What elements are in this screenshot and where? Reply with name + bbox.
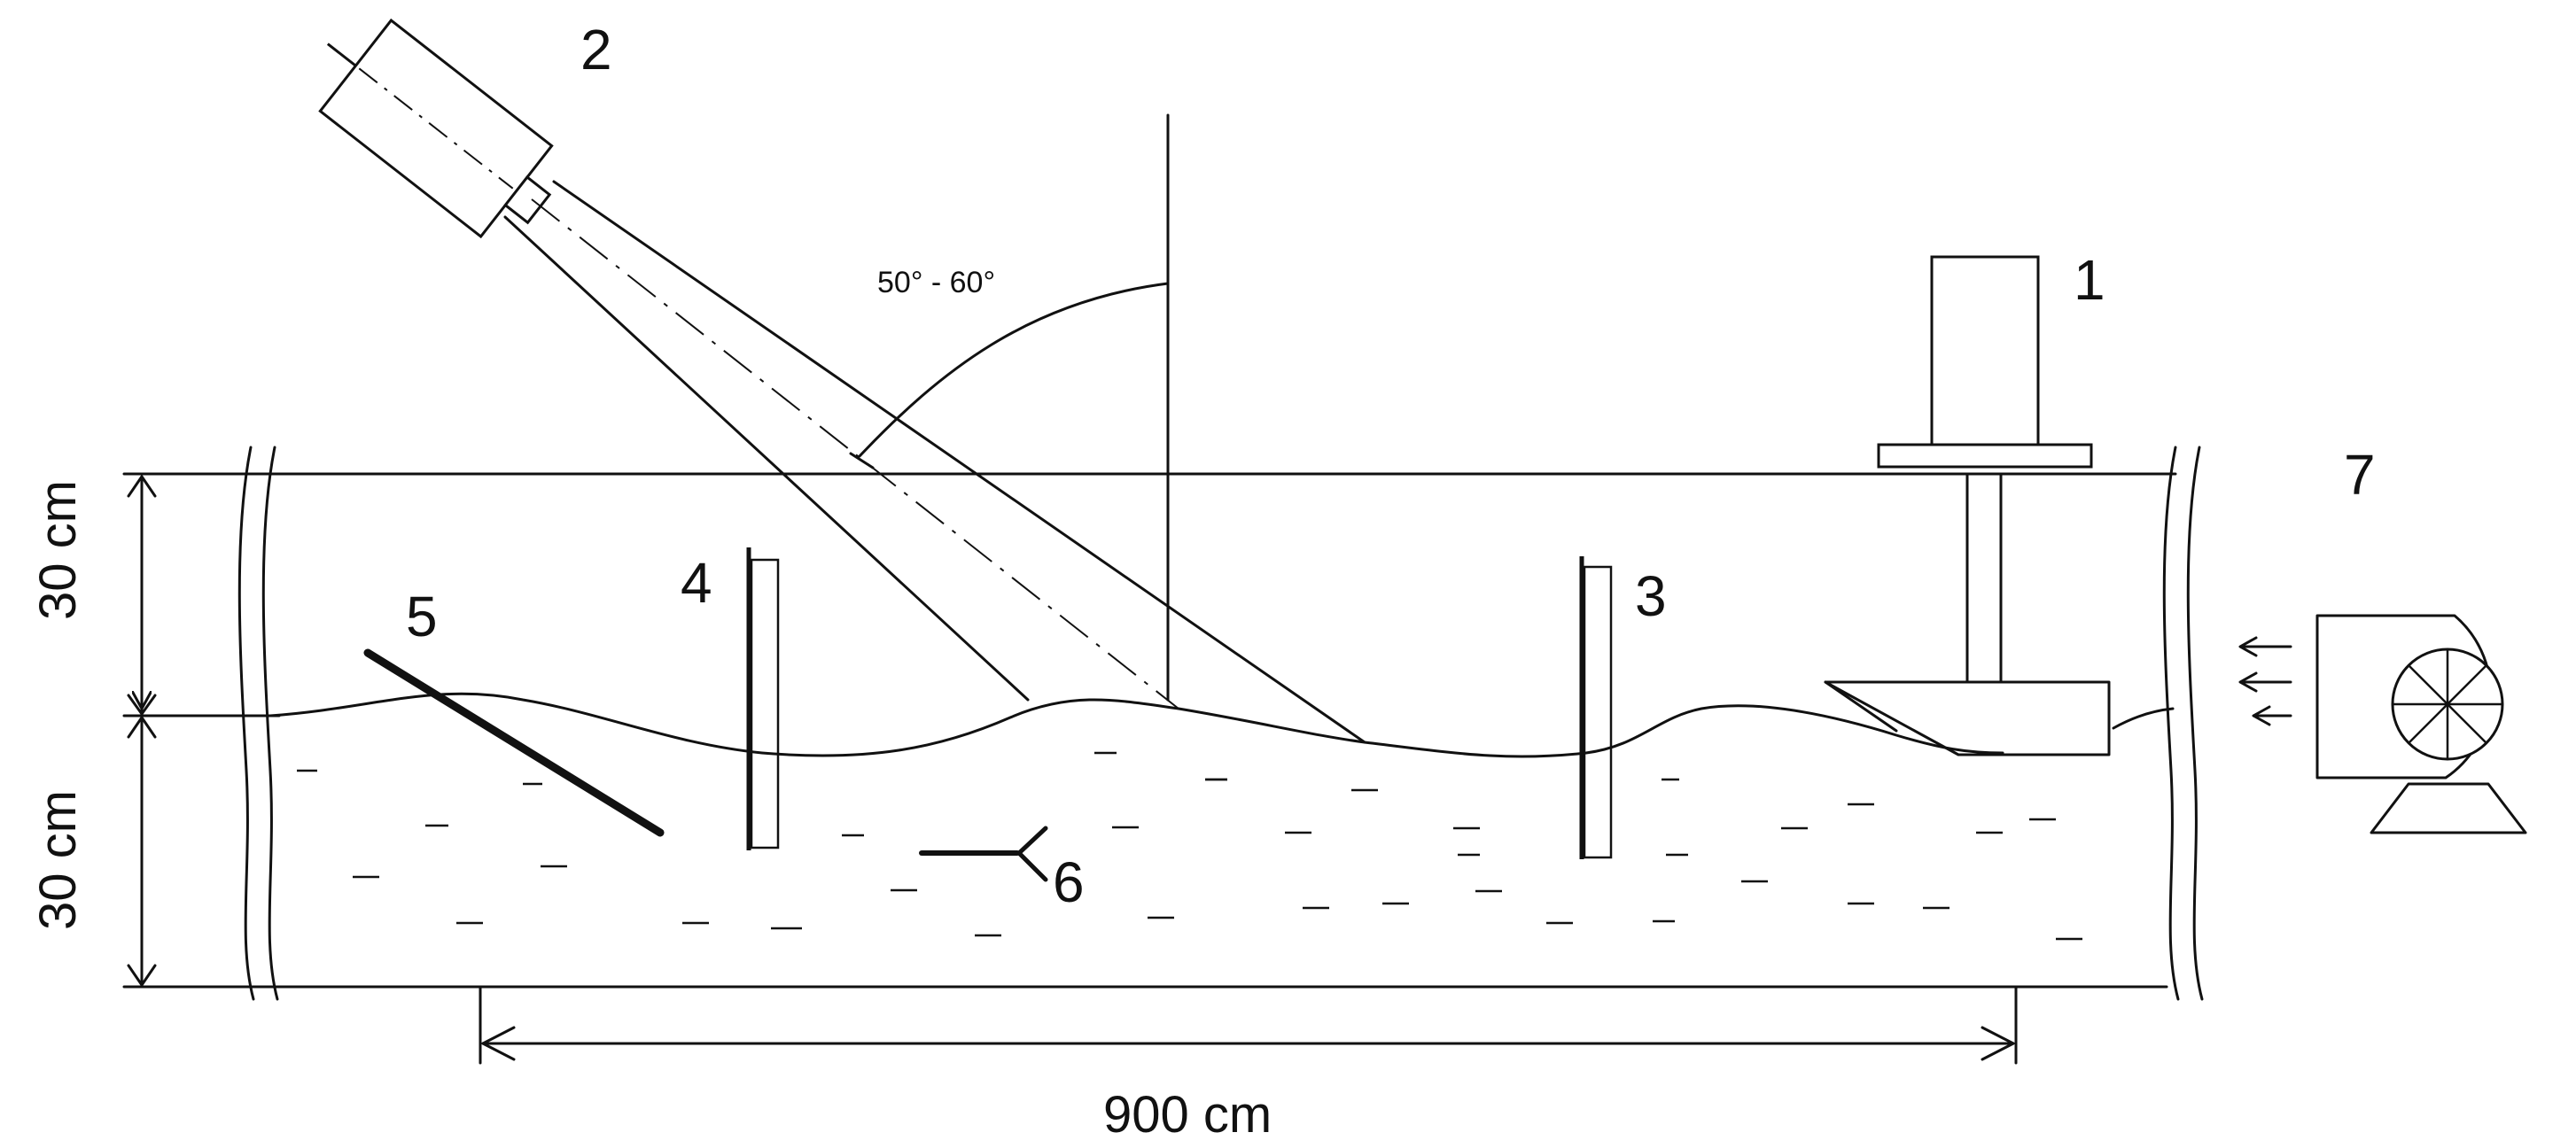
flume-break-left-2 (261, 446, 279, 1001)
flume-break-left-1 (237, 446, 255, 1001)
length-dimension (479, 985, 2018, 1065)
water-surface-right (2112, 707, 2175, 730)
fan (2315, 614, 2527, 834)
wave-gauge-downstream (1579, 556, 1613, 859)
probe (919, 826, 1048, 882)
label-camera: 2 (580, 18, 612, 81)
label-inclined-plate: 5 (406, 585, 438, 648)
water-surface (268, 692, 2004, 758)
flume (122, 446, 2204, 1001)
flume-break-right-2 (2186, 446, 2204, 1001)
height-dimensions (122, 472, 276, 989)
flume-break-right-1 (2162, 446, 2180, 1001)
wave-maker (1824, 255, 2111, 756)
camera-view-cone (503, 180, 1366, 744)
angle-label: 50° - 60° (877, 266, 995, 299)
wave-gauge-upstream (746, 547, 780, 850)
label-fan: 7 (2344, 443, 2376, 507)
label-wave-maker: 1 (2074, 248, 2105, 312)
label-gauge-downstream: 3 (1635, 564, 1667, 628)
water-hatching (297, 751, 2082, 941)
water-depth-label: 30 cm (29, 790, 87, 930)
inclined-plate (363, 648, 665, 837)
airflow-arrows (2238, 636, 2292, 726)
camera (318, 18, 554, 239)
label-probe: 6 (1053, 850, 1085, 914)
label-gauge-upstream: 4 (681, 551, 712, 615)
air-height-label: 30 cm (29, 480, 87, 620)
angle-indicator (849, 113, 1170, 702)
length-label: 900 cm (1103, 1086, 1272, 1144)
